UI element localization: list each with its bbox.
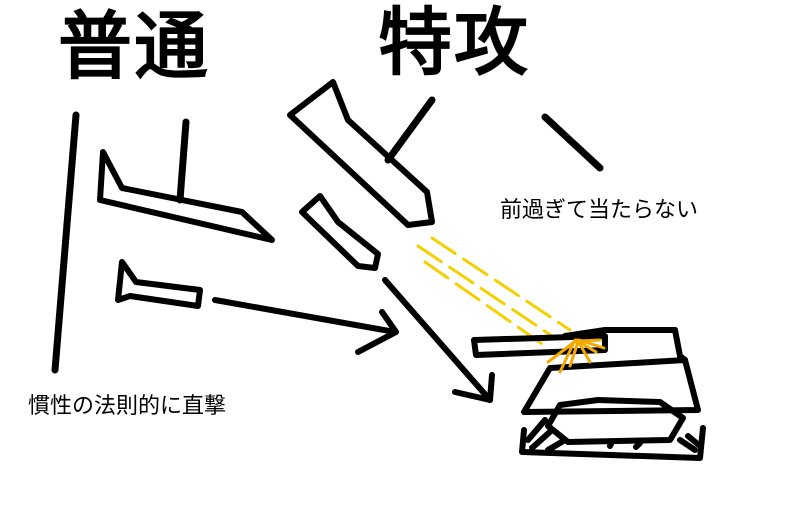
spark-1 [558,338,577,374]
tank-tread-outer [519,425,706,461]
leader-special [384,96,436,164]
tank-tread-inner [545,397,686,445]
note-inertia: 慣性の法則的に直撃 [28,394,227,419]
spark-7 [577,338,606,350]
note-overshoot: 前過ぎて当たらない [500,198,699,223]
leader-overshoot [541,113,604,172]
leader-normal-right [176,118,190,204]
impact-spark [546,338,606,374]
normal-plane-body [97,149,275,243]
normal-arrow-head [355,309,399,355]
tank [471,327,706,461]
normal-plane [97,149,275,243]
laser-line-2 [423,260,547,348]
special-missile-body [299,193,381,271]
tank-hull [521,357,701,415]
special-missile [299,193,381,271]
tank-tread-links [525,417,703,453]
normal-missile [115,259,203,309]
tank-barrel [471,333,608,358]
special-arrow-shaft [382,277,493,403]
normal-arrow-shaft [212,297,398,335]
special-arrow-head [452,372,495,403]
special-plane-body [287,79,435,228]
spark-3 [576,339,598,354]
laser-line-1 [416,244,557,340]
laser-beam [416,236,572,348]
spark-2 [546,338,579,364]
title-leader-lines [51,96,604,374]
special-plane [287,79,435,228]
leader-normal-left [51,111,80,374]
special-trajectory-arrow [382,277,495,403]
normal-trajectory-arrow [212,297,399,355]
spark-5 [576,339,592,364]
title-normal: 普通 [58,4,210,90]
spark-6 [568,340,580,368]
normal-missile-body [115,259,203,309]
title-special: 特攻 [378,0,530,86]
laser-line-3 [430,236,572,332]
